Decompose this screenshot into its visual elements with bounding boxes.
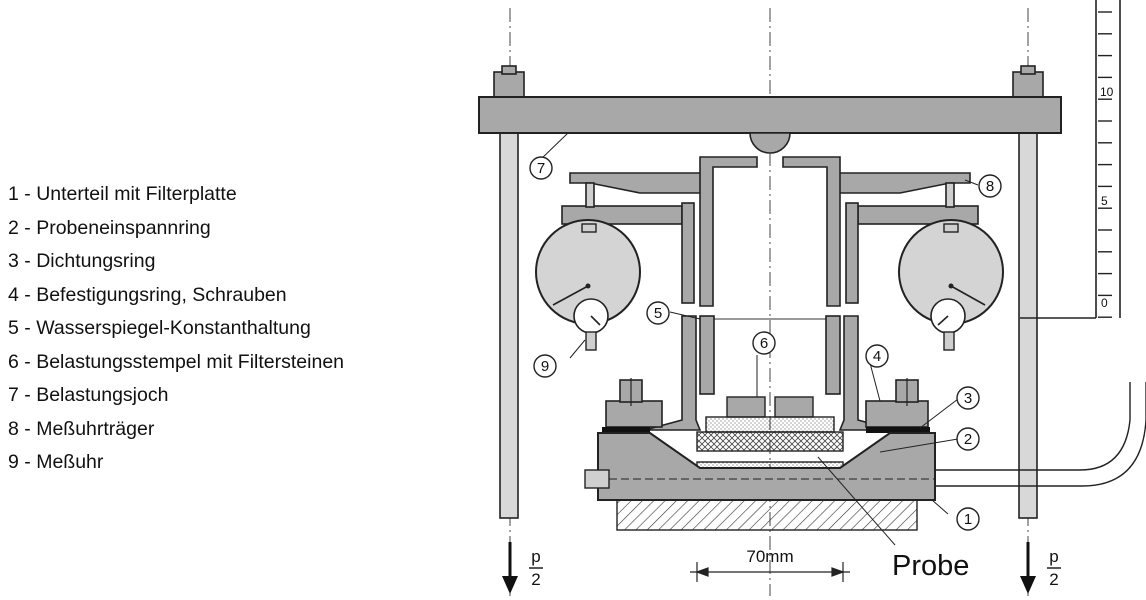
legend-item: 6 - Belastungsstempel mit Filtersteinen	[8, 346, 478, 380]
legend-item-number: 7	[8, 384, 19, 406]
legend-item-number: 9	[8, 451, 19, 473]
legend-item-text: Meßuhr	[36, 451, 104, 473]
legend-item-separator: -	[18, 350, 37, 373]
legend-item-separator: -	[18, 384, 37, 406]
dimension-label: 70mm	[746, 547, 793, 566]
dial-gauge-left	[535, 219, 641, 351]
callout-label-6: 6	[760, 335, 768, 352]
legend-item-text: Befestigungsring, Schrauben	[36, 283, 287, 306]
callout-5	[646, 301, 670, 325]
legend-item-text: Dichtungsring	[36, 250, 156, 272]
legend-item: 8 - Meßuhrträger	[8, 413, 478, 447]
callout-label-1: 1	[964, 511, 972, 528]
legend-item-number: 1	[8, 183, 19, 205]
yoke-nuts	[493, 65, 1044, 98]
legend-item: 2 - Probeneinspannring	[8, 212, 478, 246]
scale-label-0: 0	[1101, 296, 1108, 310]
legend-item-text: Belastungsjoch	[36, 384, 169, 406]
foundation	[616, 499, 918, 531]
loading-stamp	[726, 396, 814, 418]
legend-item-number: 5	[8, 317, 19, 339]
legend-item-text: Unterteil mit Filterplatte	[36, 183, 237, 205]
legend-item: 9 - Meßuhr	[8, 446, 478, 480]
legend-item-separator: -	[18, 250, 37, 272]
callout-label-7: 7	[537, 160, 545, 177]
legend-item-text: Wasserspiegel-Konstanthaltung	[36, 317, 311, 339]
load-right-numerator: p	[1049, 547, 1058, 566]
load-left-numerator: p	[531, 547, 540, 566]
sample-label: Probe	[892, 550, 969, 582]
side-rods	[499, 132, 1038, 519]
legend-item-number: 2	[8, 216, 19, 239]
legend-item-text: Probeneinspannring	[36, 216, 211, 239]
legend-item-text: Belastungsstempel mit Filtersteinen	[36, 350, 345, 373]
callout-8	[978, 174, 1002, 198]
legend-item: 5 - Wasserspiegel-Konstanthaltung	[8, 312, 478, 346]
legend-item-number: 3	[8, 250, 19, 272]
legend-item-separator: -	[18, 283, 37, 306]
cell-walls	[644, 315, 896, 431]
legend-item-text: Meßuhrträger	[36, 417, 155, 440]
legend-item-separator: -	[18, 451, 37, 473]
leader-lines	[539, 132, 979, 546]
legend-item: 3 - Dichtungsring	[8, 245, 478, 279]
water-pipe	[935, 382, 1146, 487]
dimension-line	[690, 562, 850, 582]
callout-label-8: 8	[986, 178, 994, 195]
callout-2	[956, 427, 980, 451]
callout-label-9: 9	[541, 358, 549, 375]
legend-item-number: 8	[8, 417, 19, 440]
callouts	[529, 156, 1002, 531]
callout-3	[956, 386, 980, 410]
callout-label-2: 2	[964, 431, 972, 448]
load-left-denominator: 2	[531, 570, 540, 589]
legend-item-separator: -	[18, 417, 37, 440]
load-arrow-left	[502, 542, 518, 594]
loading-yoke	[478, 96, 1062, 134]
callout-label-5: 5	[654, 305, 662, 322]
filter-stone-top	[705, 416, 835, 433]
soil-sample	[696, 431, 844, 452]
callout-4	[865, 344, 889, 368]
load-arrow-right	[1020, 542, 1036, 594]
dial-gauge-right	[898, 219, 1004, 351]
fastening-rings	[605, 379, 929, 428]
screws	[630, 378, 908, 406]
ball-pivot	[749, 132, 791, 154]
callout-1	[956, 507, 980, 531]
callout-7	[529, 156, 553, 180]
sealing-rings	[602, 427, 930, 433]
callout-label-4: 4	[873, 348, 881, 365]
scale-ticks	[1098, 11, 1112, 318]
scale-label-10: 10	[1100, 85, 1114, 99]
load-right-denominator: 2	[1049, 570, 1058, 589]
legend-item-number: 4	[8, 283, 19, 306]
legend-item-separator: -	[18, 216, 37, 239]
base-drain-port	[584, 469, 610, 489]
callout-label-3: 3	[964, 390, 972, 407]
legend-item-separator: -	[18, 317, 37, 339]
scale-label-5: 5	[1101, 194, 1108, 208]
loading-stamp-shafts	[681, 156, 859, 307]
legend-item-separator: -	[18, 183, 37, 205]
legend-item: 7 - Belastungsjoch	[8, 379, 478, 413]
callout-6	[752, 331, 776, 355]
standpipe	[1095, 0, 1121, 318]
legend-item-number: 6	[8, 350, 19, 373]
legend-item: 4 - Befestigungsring, Schrauben	[8, 279, 478, 313]
legend-item: 1 - Unterteil mit Filterplatte	[8, 178, 478, 212]
callout-9	[533, 354, 557, 378]
